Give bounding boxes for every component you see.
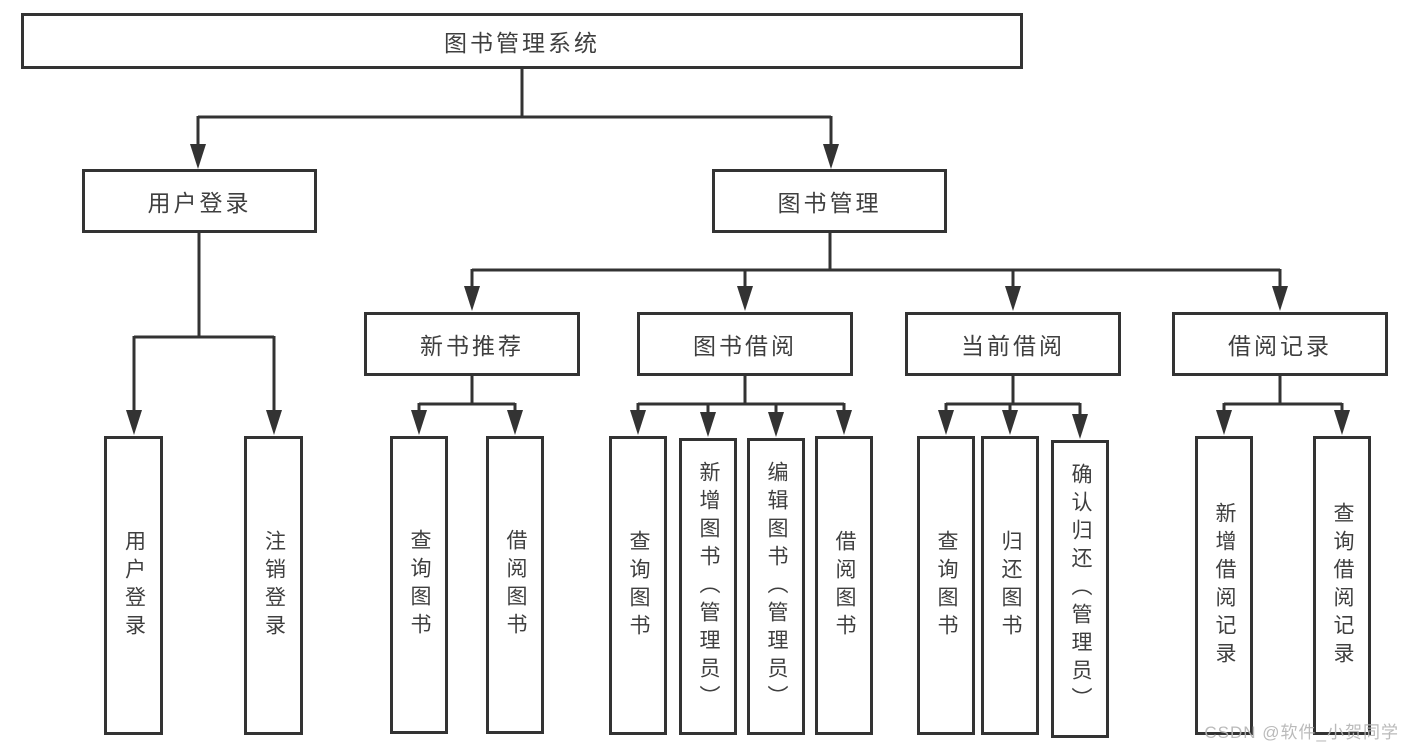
node-leaf-query-books-2: 查询图书 <box>609 436 667 735</box>
node-leaf-query-borrow-record: 查询借阅记录 <box>1313 436 1371 735</box>
node-leaf-edit-book-admin: 编辑图书（管理员） <box>747 438 805 735</box>
node-book-borrowing: 图书借阅 <box>637 312 853 376</box>
node-leaf-add-borrow-record: 新增借阅记录 <box>1195 436 1253 735</box>
node-book-management: 图书管理 <box>712 169 947 233</box>
csdn-watermark: CSDN @软件_小贺同学 <box>1204 723 1399 742</box>
node-leaf-borrow-books-2: 借阅图书 <box>815 436 873 735</box>
arrowheads <box>126 144 1350 439</box>
node-leaf-confirm-return-admin: 确认归还（管理员） <box>1051 440 1109 738</box>
node-user-login: 用户登录 <box>82 169 317 233</box>
node-leaf-query-books-3: 查询图书 <box>917 436 975 735</box>
node-current-borrowing: 当前借阅 <box>905 312 1121 376</box>
node-leaf-query-books-1: 查询图书 <box>390 436 448 734</box>
node-leaf-add-book-admin: 新增图书（管理员） <box>679 438 737 735</box>
node-leaf-return-book: 归还图书 <box>981 436 1039 735</box>
node-leaf-borrow-books-1: 借阅图书 <box>486 436 544 734</box>
node-root: 图书管理系统 <box>21 13 1023 69</box>
node-borrowing-records: 借阅记录 <box>1172 312 1388 376</box>
node-leaf-logout: 注销登录 <box>244 436 303 735</box>
node-new-book-recommendation: 新书推荐 <box>364 312 580 376</box>
node-leaf-user-login: 用户登录 <box>104 436 163 735</box>
